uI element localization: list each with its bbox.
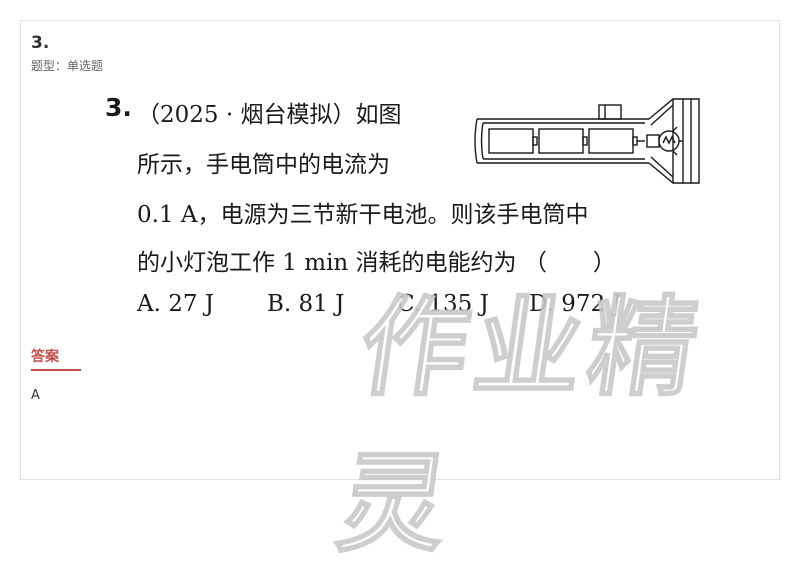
question-number: 3. [31, 33, 50, 53]
flashlight-diagram [474, 98, 700, 184]
problem-line-1: （2025 · 烟台模拟）如图 [137, 102, 402, 128]
problem-number: 3. [105, 93, 132, 122]
answer-underline [31, 369, 81, 371]
problem-line-2: 所示，手电筒中的电流为 [137, 152, 390, 178]
question-image: 3. （2025 · 烟台模拟）如图 所示，手电筒中的电流为 0.1 A，电源为… [21, 21, 781, 568]
question-type: 题型：单选题 [31, 59, 104, 73]
problem-line-4: 的小灯泡工作 1 min 消耗的电能约为 （ ） [137, 250, 616, 276]
question-card: 3. 题型：单选题 3. （2025 · 烟台模拟）如图 所示，手电筒中的电流为… [20, 20, 781, 568]
watermark: 作业精灵 [329, 285, 713, 568]
option-c: C. 135 J [397, 291, 489, 317]
option-a: A. 27 J [137, 291, 215, 317]
problem-line-3: 0.1 A，电源为三节新干电池。则该手电筒中 [137, 202, 589, 228]
option-d: D. 972 J [529, 291, 622, 317]
answer-value: A [31, 388, 40, 403]
answer-heading: 答案 [31, 349, 59, 365]
option-b: B. 81 J [267, 291, 345, 317]
